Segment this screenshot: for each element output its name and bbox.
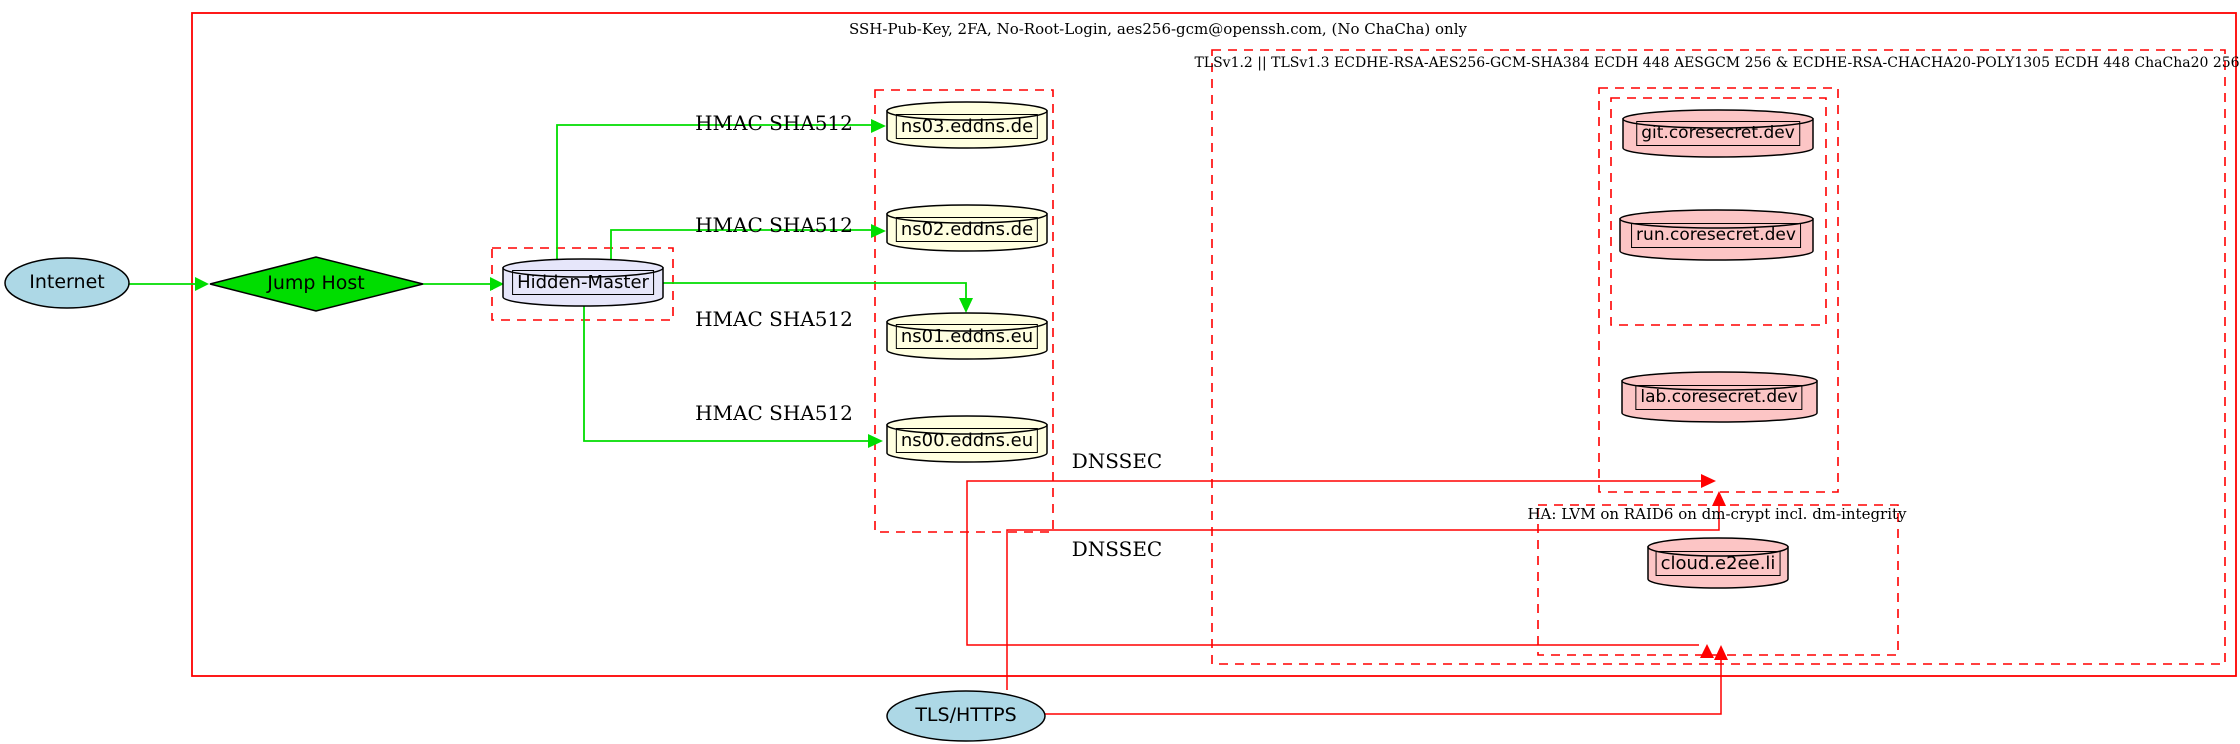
edge-label-dnssec-2: DNSSEC (1071, 537, 1163, 561)
edge-label-hmac-ns00: HMAC SHA512 (695, 401, 853, 425)
ns03-node-cap (886, 101, 1048, 121)
git-label: git.coresecret.dev (1636, 121, 1800, 146)
arrowhead-coresecret-up (1712, 491, 1726, 506)
edge-label-dnssec-1: DNSSEC (1071, 449, 1163, 473)
ns01-node-cap (886, 312, 1048, 332)
git-node-body (1622, 118, 1814, 158)
cloud-node-body (1647, 546, 1789, 589)
ns00-node-cap (886, 415, 1048, 435)
lab-label: lab.coresecret.dev (1635, 385, 1803, 410)
run-node-body (1619, 218, 1814, 261)
hidden-master-node (502, 258, 664, 307)
tls-cluster-label: TLSv1.2 || TLSv1.3 ECDHE-RSA-AES256-GCM-… (1194, 55, 2240, 71)
tls-https-node (886, 690, 1046, 742)
arrowhead-ns02 (871, 224, 886, 238)
ns01-label: ns01.eddns.eu (895, 324, 1039, 349)
edge-label-hmac-ns01: HMAC SHA512 (695, 307, 853, 331)
git-node (1622, 109, 1814, 158)
arrowhead-ns00 (868, 434, 883, 448)
edge-label-hmac-ns02: HMAC SHA512 (695, 213, 853, 237)
internet-label: Internet (29, 271, 105, 293)
run-label: run.coresecret.dev (1631, 223, 1801, 248)
git-run-cluster-box (1610, 97, 1827, 326)
arrowhead-ns03 (871, 119, 886, 133)
hidden-master-label: Hidden-Master (512, 270, 654, 295)
internet-node (4, 257, 130, 309)
ns00-label: ns00.eddns.eu (895, 428, 1039, 453)
arrowhead-ha-up-left (1700, 644, 1714, 658)
arrowhead-internet-jumphost (195, 277, 209, 291)
edge-hiddenmaster-ns03 (556, 124, 871, 262)
lab-node (1621, 371, 1818, 423)
ns01-node-body (886, 321, 1048, 360)
edge-tlshttps-ha (1045, 660, 1722, 715)
tls-cluster-box (1211, 49, 2226, 665)
ns02-node-cap (886, 204, 1048, 224)
arrowhead-coresecret-right (1701, 474, 1716, 488)
ssh-cluster-label: SSH-Pub-Key, 2FA, No-Root-Login, aes256-… (849, 20, 1467, 38)
edge-dnssec-bidirectional (966, 480, 1701, 646)
arrowhead-ha-up-right (1714, 645, 1728, 660)
ns01-node (886, 312, 1048, 360)
edge-label-hmac-ns03: HMAC SHA512 (695, 111, 853, 135)
jump-host-label: Jump Host (267, 272, 365, 294)
ha-cluster-label: HA: LVM on RAID6 on dm-crypt incl. dm-in… (1527, 505, 1907, 523)
hidden-master-node-body (502, 267, 664, 307)
edge-hiddenmaster-ns01 (663, 282, 967, 298)
lab-node-body (1621, 380, 1818, 423)
jump-host-node (209, 256, 424, 312)
arrowhead-jumphost-hiddenmaster (490, 277, 504, 291)
edge-hiddenmaster-ns00 (583, 306, 868, 442)
tls-https-label: TLS/HTTPS (915, 704, 1017, 726)
ns-cluster-box (874, 89, 1054, 533)
ns02-label: ns02.eddns.de (895, 217, 1039, 242)
edge-tlshttps-coresecret (1006, 506, 1720, 690)
arrowhead-ns01 (959, 298, 973, 313)
coresecret-cluster-box (1598, 87, 1839, 493)
ns03-label: ns03.eddns.de (895, 114, 1039, 139)
hidden-master-node-cap (502, 258, 664, 278)
ssh-cluster-box (191, 12, 2237, 677)
git-node-cap (1622, 109, 1814, 129)
cloud-label: cloud.e2ee.li (1655, 551, 1781, 576)
edge-hiddenmaster-ns02 (610, 229, 871, 262)
